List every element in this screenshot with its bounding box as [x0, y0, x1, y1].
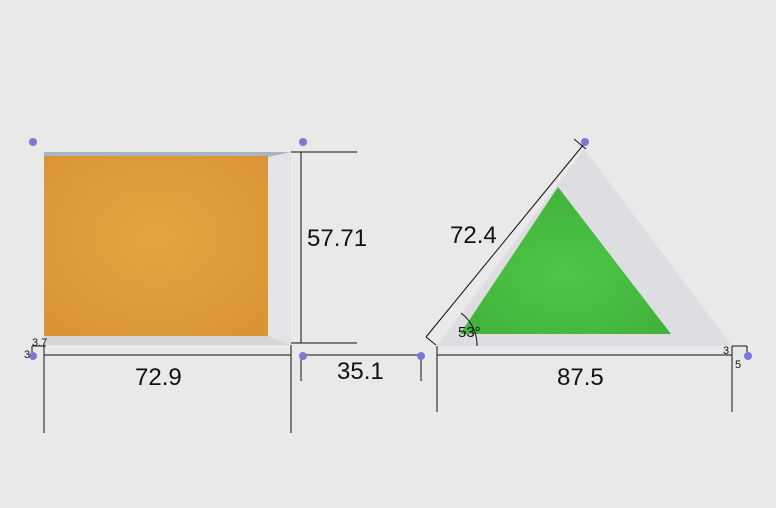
- tri-base-label: 87.5: [557, 364, 604, 391]
- marker-dot: [417, 352, 425, 360]
- rect-corner-a-label: 3.7: [32, 337, 47, 349]
- marker-dot: [29, 138, 37, 146]
- angle-arc: [460, 312, 478, 347]
- marker-dot: [299, 138, 307, 146]
- tri-dimension-lines: [425, 138, 748, 412]
- rect-width-label: 72.9: [135, 364, 182, 391]
- triangle-shape: [437, 149, 732, 346]
- marker-dots: [29, 138, 752, 360]
- rect-frame-bottom: [44, 336, 291, 345]
- marker-dot: [299, 352, 307, 360]
- marker-dot: [744, 352, 752, 360]
- rect-frame-top: [44, 152, 291, 157]
- rectangle-shape: [44, 152, 291, 345]
- tri-angle-label: 53°: [458, 324, 481, 341]
- tri-corner-b-label: 5: [735, 359, 741, 371]
- rect-fill: [44, 156, 268, 336]
- marker-dot: [581, 138, 589, 146]
- rect-height-label: 57.71: [307, 225, 367, 252]
- rect-dimension-lines: [31, 151, 422, 433]
- gap-label: 35.1: [337, 358, 384, 385]
- tri-corner-a-label: 3: [723, 345, 729, 357]
- tri-side-label: 72.4: [450, 222, 497, 249]
- rect-frame-right: [268, 153, 291, 345]
- marker-dot: [29, 352, 37, 360]
- rect-corner-b-label: 3: [24, 349, 30, 361]
- tri-fill: [460, 187, 671, 334]
